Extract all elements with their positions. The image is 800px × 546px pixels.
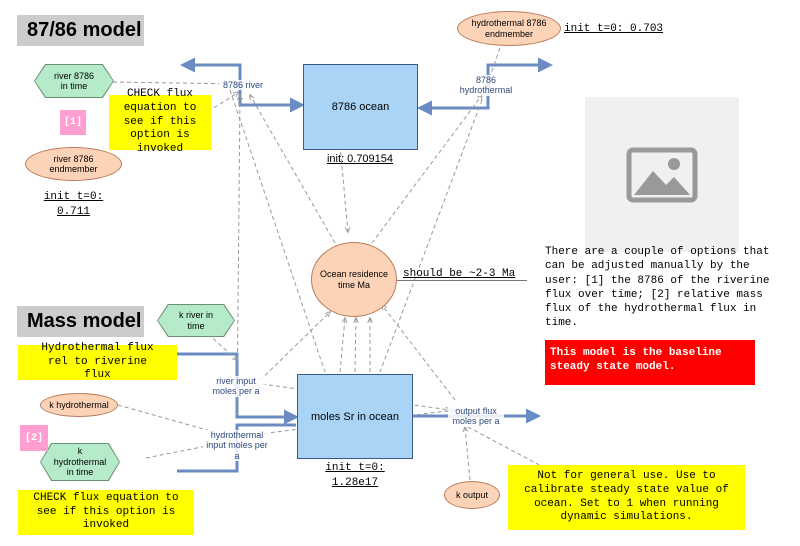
- k-hydrothermal-in-time[interactable]: k hydrothermal in time: [41, 444, 119, 480]
- river-8786-in-time-label: river 8786 in time: [53, 70, 95, 91]
- river-endmember-label: river 8786 endmember: [49, 153, 98, 174]
- ocean-8786-label: 8786 ocean: [331, 101, 390, 113]
- ocean-residence-time[interactable]: Ocean residence time Ma: [311, 242, 397, 317]
- not-general-use-note: Not for general use. Use to calibrate st…: [508, 465, 745, 530]
- ratio-model-title: 87/86 model: [17, 15, 144, 46]
- moles-sr-init: init t=0: 1.28e17: [305, 461, 405, 491]
- river-input-flow-label: river input moles per a: [207, 376, 265, 397]
- moles-sr-label: moles Sr in ocean: [310, 410, 400, 423]
- ocean-residence-label: Ocean residence time Ma: [319, 269, 389, 290]
- k-river-in-time[interactable]: k river in time: [158, 305, 234, 336]
- ocean-8786-stock[interactable]: 8786 ocean: [303, 64, 418, 150]
- river-endmember-init-line2: 0.711: [56, 205, 90, 218]
- should-be-note: should be ~2-3 Ma: [403, 268, 516, 280]
- moles-sr-stock[interactable]: moles Sr in ocean: [297, 374, 413, 459]
- river-8786-endmember[interactable]: river 8786 endmember: [25, 147, 122, 181]
- river-endmember-init: init t=0: 0.711: [25, 190, 122, 220]
- output-flux-flow-label: output flux moles per a: [448, 406, 504, 427]
- should-be-connector: [397, 280, 527, 281]
- check-flux-note-bottom: CHECK flux equation to see if this optio…: [18, 490, 194, 535]
- moles-sr-init-line1: init t=0:: [325, 462, 385, 474]
- moles-sr-init-line2: 1.28e17: [331, 476, 379, 489]
- hydrothermal-8786-endmember[interactable]: hydrothermal 8786 endmember: [457, 11, 561, 46]
- river-8786-in-time[interactable]: river 8786 in time: [35, 65, 113, 97]
- k-output-label: k output: [455, 489, 489, 500]
- river-8786-flow-label: 8786 river: [219, 80, 267, 91]
- k-hydrothermal-in-time-label: k hydrothermal in time: [53, 446, 107, 478]
- mass-model-title: Mass model: [17, 306, 144, 337]
- image-placeholder-icon: [626, 147, 698, 202]
- check-flux-note-top: CHECK flux equation to see if this optio…: [109, 88, 211, 155]
- k-output[interactable]: k output: [444, 481, 500, 509]
- hydrothermal-endmember-init: init t=0: 0.703: [564, 23, 664, 35]
- k-hydrothermal[interactable]: k hydrothermal: [40, 393, 118, 417]
- image-placeholder: [585, 97, 739, 252]
- options-description: There are a couple of options that can b…: [545, 246, 770, 330]
- k-river-in-time-label: k river in time: [178, 310, 213, 331]
- river-endmember-init-line1: init t=0:: [43, 191, 104, 203]
- hydrothermal-endmember-label: hydrothermal 8786 endmember: [471, 18, 547, 39]
- hydrothermal-input-flow-label: hydrothermal input moles per a: [203, 430, 271, 462]
- hydrothermal-8786-flow-label: 8786 hydrothermal: [455, 75, 517, 96]
- option-2-badge: [2]: [20, 425, 48, 451]
- k-hydrothermal-label: k hydrothermal: [49, 399, 109, 410]
- baseline-model-alert: This model is the baseline steady state …: [545, 340, 755, 385]
- option-1-badge: [1]: [60, 110, 86, 135]
- ocean-8786-init: init: 0.709154: [326, 153, 394, 165]
- hydrothermal-rel-note: Hydrothermal flux rel to riverine flux: [18, 342, 177, 381]
